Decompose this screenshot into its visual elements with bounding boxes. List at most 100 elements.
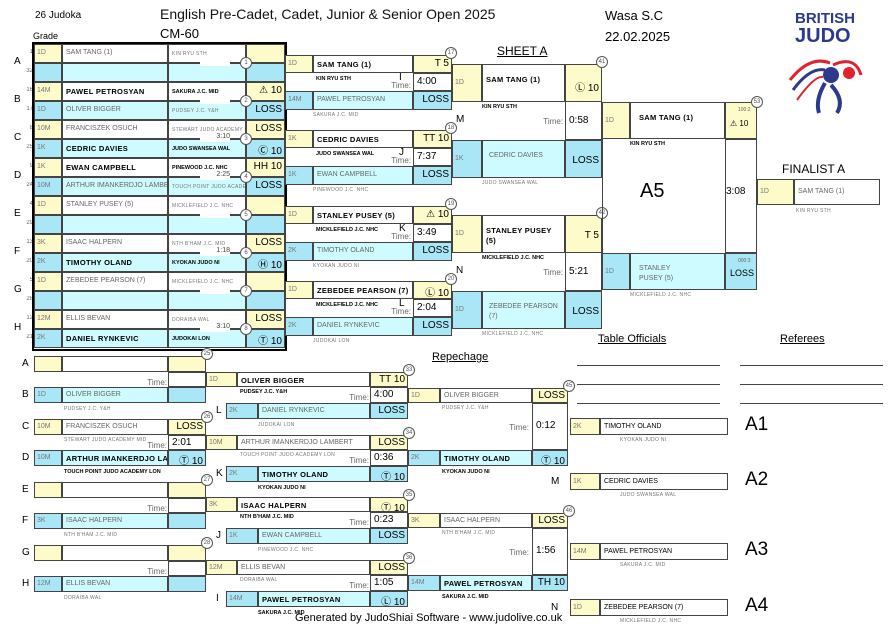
official-signature-line: [577, 365, 720, 366]
match-label: A: [22, 358, 29, 369]
competitor-name: FRANCISZEK OSUCH: [62, 419, 168, 435]
match-letter: M: [456, 114, 465, 125]
club-name: PINEWOOD J.C. NHC: [313, 187, 369, 193]
match-letter: M: [551, 476, 560, 487]
grade-cell: 12M: [34, 576, 62, 592]
grade-cell: [34, 545, 62, 561]
club-name: MICKLEFIELD J.C. NHC: [630, 292, 692, 298]
match-number: 8: [240, 323, 252, 335]
seed-number: 28: [26, 296, 33, 302]
score-cell: LOSS: [413, 166, 452, 185]
club-name: NTH B'HAM J.C. MID: [64, 532, 118, 538]
grade-cell: 1K: [285, 166, 313, 185]
match-time: 4:00: [413, 73, 452, 91]
seed-number: 32: [26, 68, 33, 74]
competitor-name: SAM TANG (1): [62, 44, 168, 63]
score-cell: ⚠ 10: [413, 206, 452, 224]
match-number: 53: [751, 96, 763, 108]
match-letter: [551, 546, 563, 558]
match-label: E: [14, 208, 21, 219]
club-name: SAKURA J.C. MID: [258, 610, 305, 616]
score-cell: Ⓣ 10: [532, 450, 568, 466]
club-name: JUDOKAI LON: [258, 422, 295, 428]
match-number: 45: [563, 380, 575, 392]
score-cell: [246, 63, 285, 82]
competitor-name: PAWEL PETROSYAN: [440, 575, 532, 591]
match-time: 1:18: [200, 247, 230, 256]
match-number: 27: [201, 474, 213, 486]
match-number: 4: [240, 171, 252, 183]
score-cell: [168, 513, 206, 529]
competitor-name: OLIVER BIGGER: [237, 372, 370, 387]
club-name: KYOKAN JUDO NI: [258, 485, 306, 491]
competitor-name: TIMOTHY OLAND: [313, 242, 413, 261]
club-name: STEWART JUDO ACADEMY MID: [64, 437, 147, 443]
score-cell: LOSS: [565, 291, 602, 329]
competitor-name: ZEBEDEE PEARSON (7): [62, 272, 168, 291]
match-number: 18: [445, 122, 457, 134]
time-label: Time:: [391, 232, 411, 241]
grade-cell: 3K: [206, 497, 237, 512]
club-name: NTH B'HAM J.C. MID: [442, 530, 496, 536]
grade-cell: 14M: [226, 591, 258, 607]
club-name: KIN RYU STH: [630, 141, 665, 147]
match-number: 7: [240, 285, 252, 297]
event-title: English Pre-Cadet, Cadet, Junior & Senio…: [160, 6, 496, 22]
competitor-name: SAM TANG (1): [630, 102, 725, 139]
venue: Wasa S.C: [605, 8, 664, 23]
seed-number: 20: [26, 258, 33, 264]
competitor-name: STANLEY PUSEY (5): [482, 215, 565, 253]
score-cell: LOSS: [413, 317, 452, 336]
competitor-name: TIMOTHY OLAND: [258, 466, 370, 482]
competitor-name: ISAAC HALPERN: [62, 234, 168, 253]
competitor-name: PAWEL PETROSYAN: [258, 591, 370, 607]
place-label: A4: [745, 595, 769, 616]
competitor-name: [62, 215, 168, 234]
competitor-name: ELLIS BEVAN: [62, 576, 168, 592]
match-letter: N: [456, 265, 464, 276]
match-label: G: [22, 547, 30, 558]
date: 22.02.2025: [605, 29, 671, 44]
score-cell: Ⓣ 10: [370, 466, 408, 482]
club-name: PUDSEY J.C. Y&H: [442, 405, 489, 411]
competitor-name: STANLEY PUSEY (5): [62, 196, 168, 215]
club-name: KIN RYU STH: [796, 208, 831, 214]
time-label: Time:: [349, 581, 369, 590]
match-time: 3:08: [725, 139, 757, 253]
match-number: 5: [240, 209, 252, 221]
seed-number: 1: [29, 49, 33, 55]
grade-cell: 2K: [285, 317, 313, 336]
seed-number: 12: [26, 315, 33, 321]
score-cell: [168, 545, 206, 561]
club-name: KIN RYU STH: [285, 73, 413, 91]
grade-cell: [34, 356, 62, 372]
match-time: 2:01: [168, 435, 206, 450]
judoka-count: 26 Judoka: [35, 10, 82, 21]
score-cell: LOSS: [413, 91, 452, 110]
match-label: D: [22, 452, 30, 463]
match-number: 33: [403, 364, 415, 376]
place-label: A1: [745, 414, 769, 435]
match-letter: K: [216, 468, 223, 479]
score-cell: LOSS: [246, 101, 285, 120]
club-name: KYOKAN JUDO NI: [620, 437, 667, 443]
grade-cell: 3K: [34, 234, 62, 253]
seed-number: 9: [29, 163, 33, 169]
grade-cell: 1D: [34, 196, 62, 215]
round1-frame: [32, 42, 287, 351]
match-letter: J: [216, 530, 221, 541]
match-label: H: [22, 578, 30, 589]
club-name: PUDSEY J.C. Y&H: [64, 406, 111, 412]
competitor-name: DANIEL RYNKEVIC: [62, 329, 168, 348]
match-label: C: [22, 421, 30, 432]
match-number: 34: [403, 427, 415, 439]
match-time: 0:12: [532, 403, 568, 450]
grade-cell: 1D: [570, 599, 600, 616]
seed-number: 29: [26, 220, 33, 226]
match-time: 0:58: [565, 101, 602, 140]
match-time: 2:25: [200, 171, 230, 180]
club-name: JUDOKAI LON: [313, 338, 350, 344]
club-name: MICKLEFIELD J.C. NHC: [620, 618, 682, 624]
competitor-name: CEDRIC DAVIES: [482, 140, 565, 178]
